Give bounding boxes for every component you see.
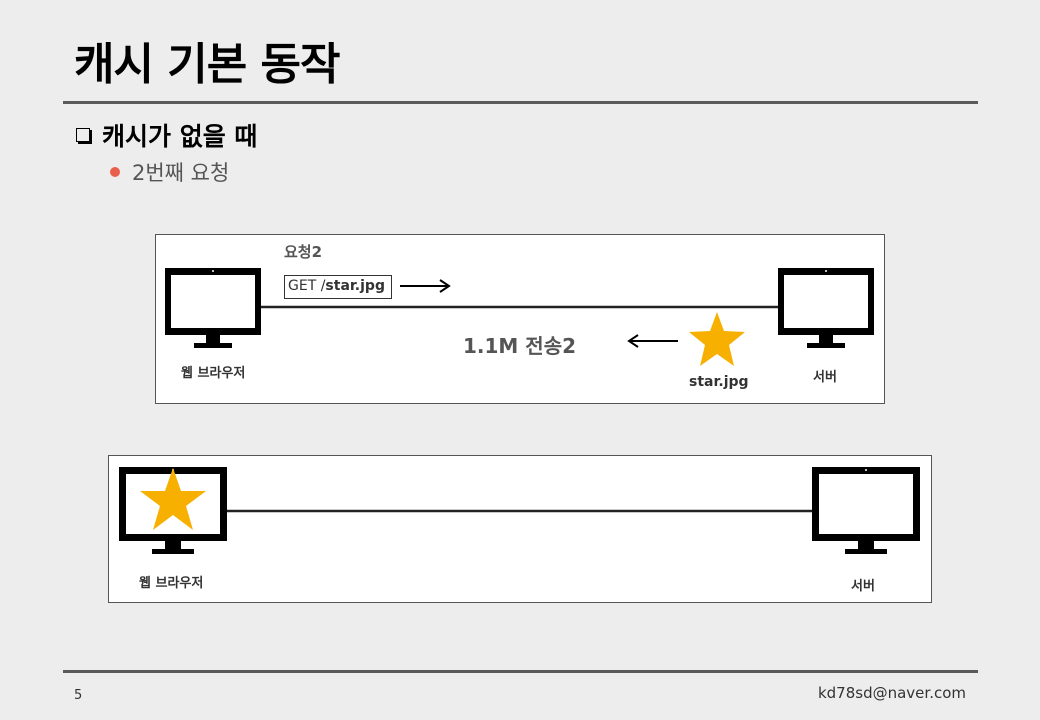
file-label: star.jpg <box>689 374 749 390</box>
diagram-cache-graphics <box>119 467 920 554</box>
bullet-item: 2번째 요청 <box>110 157 229 187</box>
client-label: 웹 브라우저 <box>139 576 204 591</box>
transfer-label: 1.1M 전송2 <box>463 334 577 358</box>
diagram-cache-panel: 웹 브라우저 서버 <box>108 455 932 603</box>
request-file: star.jpg <box>325 278 385 294</box>
server-label: 서버 <box>813 370 837 385</box>
diagram-request-panel: 요청2 GET /star.jpg 1.1M 전송2 star.jpg 웹 브라… <box>155 234 885 404</box>
arrow-left-icon <box>627 334 678 348</box>
request-method: GET / <box>288 278 326 294</box>
star-icon <box>140 468 206 530</box>
diagram-request-graphics <box>165 268 874 366</box>
client-label: 웹 브라우저 <box>181 366 246 381</box>
star-icon <box>689 312 745 366</box>
request-box: GET /star.jpg <box>284 275 392 299</box>
footer-divider <box>63 670 978 673</box>
author-email: kd78sd@naver.com <box>817 684 966 702</box>
checkbox-icon <box>76 128 90 142</box>
bullet-text: 2번째 요청 <box>132 161 230 185</box>
monitor-icon <box>778 268 874 348</box>
page-title: 캐시 기본 동작 <box>74 39 341 90</box>
header-divider <box>63 101 978 104</box>
page-number: 5 <box>74 688 83 703</box>
section-heading-text: 캐시가 없을 때 <box>102 122 258 151</box>
monitor-icon <box>165 268 261 348</box>
request-label: 요청2 <box>284 243 323 261</box>
section-heading: 캐시가 없을 때 <box>76 117 257 153</box>
bullet-dot-icon <box>110 167 120 177</box>
arrow-right-icon <box>400 279 451 293</box>
server-label: 서버 <box>851 579 875 594</box>
monitor-icon <box>812 467 920 554</box>
